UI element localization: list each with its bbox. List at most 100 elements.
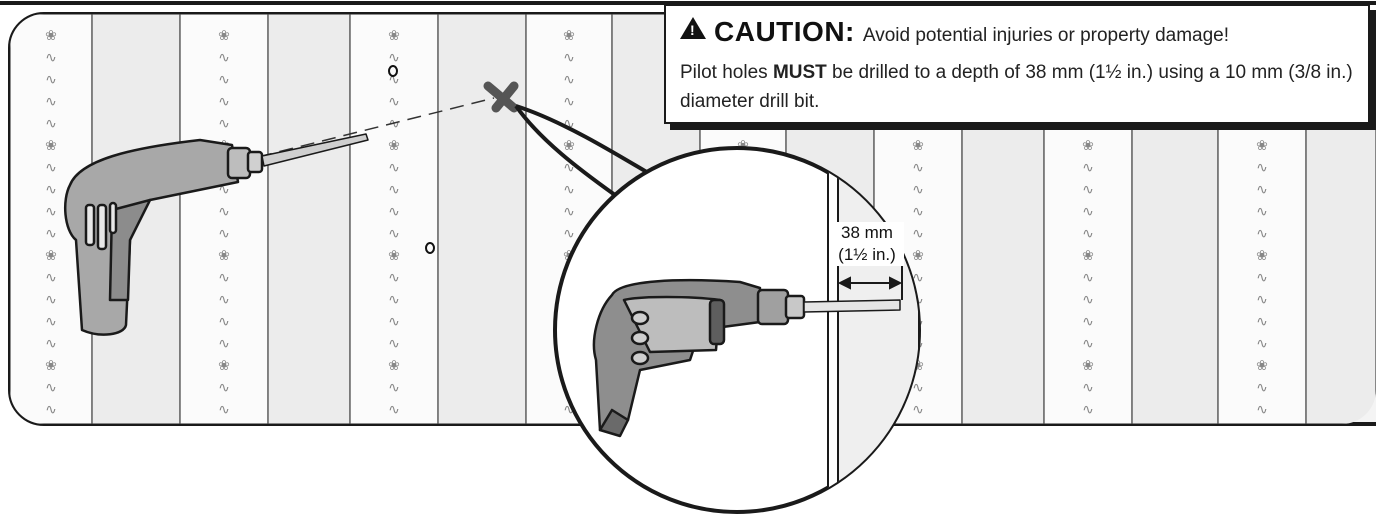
wallpaper-motif: ∿ [912, 402, 924, 418]
wallpaper-motif: ❀ [45, 28, 57, 44]
caution-body-prefix: Pilot holes [680, 62, 773, 83]
wall-stripe [437, 14, 527, 424]
wallpaper-motif: ∿ [218, 116, 230, 132]
wallpaper-motif: ∿ [218, 380, 230, 396]
depth-dimension-label: 38 mm (1½ in.) [830, 222, 904, 266]
wallpaper-motif: ∿ [218, 292, 230, 308]
wallpaper-motif: ❀ [1082, 248, 1094, 264]
detail-drill-icon [592, 278, 901, 438]
wallpaper-motif: ❀ [1256, 248, 1268, 264]
caution-callout: CAUTION: Avoid potential injuries or pro… [664, 4, 1370, 124]
wallpaper-motif: ∿ [1256, 402, 1268, 418]
detail-zoom-circle [553, 146, 921, 514]
wallpaper-motif: ∿ [1082, 226, 1094, 242]
wallpaper-motif: ∿ [218, 182, 230, 198]
wallpaper-motif: ∿ [45, 380, 57, 396]
wallpaper-motif: ❀ [563, 138, 575, 154]
callout-pointer [514, 104, 662, 197]
wallpaper-motif: ∿ [1256, 116, 1268, 132]
wallpaper-motif: ∿ [912, 380, 924, 396]
wallpaper-motif: ∿ [218, 402, 230, 418]
power-drill-icon [63, 133, 369, 336]
caution-label: CAUTION: [714, 16, 855, 47]
wallpaper-motif: ∿ [563, 72, 575, 88]
wallpaper-motif: ∿ [1082, 182, 1094, 198]
wallpaper-motif: ∿ [1082, 160, 1094, 176]
wallpaper-motif: ❀ [218, 248, 230, 264]
wallpaper-motif: ∿ [45, 336, 57, 352]
wallpaper-motif: ∿ [563, 50, 575, 66]
wallpaper-motif: ∿ [45, 94, 57, 110]
wallpaper-motif: ∿ [1082, 402, 1094, 418]
wallpaper-motif: ∿ [563, 94, 575, 110]
wallpaper-motif: ∿ [1256, 336, 1268, 352]
wallpaper-motif: ∿ [1082, 336, 1094, 352]
wallpaper-motif: ❀ [737, 138, 749, 154]
wallpaper-motif: ∿ [912, 270, 924, 286]
wallpaper-motif: ∿ [912, 182, 924, 198]
wallpaper-motif: ❀ [218, 358, 230, 374]
wallpaper-motif: ∿ [45, 314, 57, 330]
wallpaper-motif: ∿ [912, 160, 924, 176]
wallpaper-motif: ∿ [388, 204, 400, 220]
wallpaper-motif: ❀ [912, 248, 924, 264]
wallpaper-motif: ∿ [912, 116, 924, 132]
wallpaper-motif: ∿ [218, 204, 230, 220]
wallpaper-motif: ∿ [563, 402, 575, 418]
wallpaper-motif: ∿ [1082, 204, 1094, 220]
wallpaper-motif: ∿ [45, 204, 57, 220]
wallpaper-motif: ❀ [388, 248, 400, 264]
wallpaper-motif: ∿ [563, 226, 575, 242]
wallpaper-motif: ∿ [388, 160, 400, 176]
wallpaper-motif: ∿ [1256, 226, 1268, 242]
wallpaper-motif: ❀ [1256, 138, 1268, 154]
wallpaper-motif: ∿ [45, 160, 57, 176]
wallpaper-motif: ∿ [737, 116, 749, 132]
wallpaper-motif: ∿ [388, 94, 400, 110]
wallpaper-motif: ∿ [1082, 292, 1094, 308]
wallpaper-motif: ∿ [218, 72, 230, 88]
wallpaper-motif: ∿ [388, 380, 400, 396]
wallpaper-motif: ∿ [218, 226, 230, 242]
depth-metric: 38 mm [841, 223, 893, 242]
wallpaper-motif: ∿ [1082, 116, 1094, 132]
caution-body-suffix: be drilled to a depth of 38 mm (1½ in.) … [680, 62, 1353, 112]
wallpaper-motif: ∿ [388, 270, 400, 286]
x-mark-icon [483, 81, 519, 113]
wallpaper-motif: ❀ [388, 28, 400, 44]
wallpaper-motif: ∿ [1256, 204, 1268, 220]
wallpaper-motif: ∿ [218, 50, 230, 66]
wallpaper-motif: ∿ [388, 72, 400, 88]
caution-body-emphasis: MUST [772, 62, 827, 83]
wallpaper-motif: ∿ [1256, 314, 1268, 330]
caution-body: Pilot holes MUST be drilled to a depth o… [680, 58, 1354, 116]
wallpaper-motif: ∿ [563, 116, 575, 132]
wallpaper-motif: ∿ [388, 226, 400, 242]
wallpaper-motif: ❀ [912, 138, 924, 154]
wallpaper-motif: ∿ [218, 336, 230, 352]
wallpaper-motif: ∿ [218, 314, 230, 330]
warning-triangle-icon [680, 17, 706, 39]
wallpaper-motif: ∿ [388, 336, 400, 352]
aim-line [257, 97, 495, 158]
wallpaper-motif: ∿ [388, 292, 400, 308]
wallpaper-motif: ∿ [1256, 160, 1268, 176]
depth-imperial: (1½ in.) [838, 245, 896, 264]
wall-stripe [267, 14, 351, 424]
wallpaper-motif: ∿ [45, 182, 57, 198]
wallpaper-motif: ∿ [563, 182, 575, 198]
caution-headline: Avoid potential injuries or property dam… [862, 25, 1230, 46]
wallpaper-motif: ∿ [45, 72, 57, 88]
wallpaper-motif: ∿ [388, 116, 400, 132]
wallpaper-motif: ∿ [1082, 270, 1094, 286]
wallpaper-motif: ∿ [563, 204, 575, 220]
wallpaper-motif: ∿ [388, 314, 400, 330]
wallpaper-motif: ❀ [563, 28, 575, 44]
wallpaper-motif: ❀ [45, 358, 57, 374]
wallpaper-motif: ∿ [218, 94, 230, 110]
wallpaper-motif: ∿ [563, 160, 575, 176]
wallpaper-motif: ∿ [912, 204, 924, 220]
wallpaper-motif: ∿ [1256, 380, 1268, 396]
wallpaper-motif: ∿ [1082, 314, 1094, 330]
wallpaper-motif: ∿ [1256, 270, 1268, 286]
